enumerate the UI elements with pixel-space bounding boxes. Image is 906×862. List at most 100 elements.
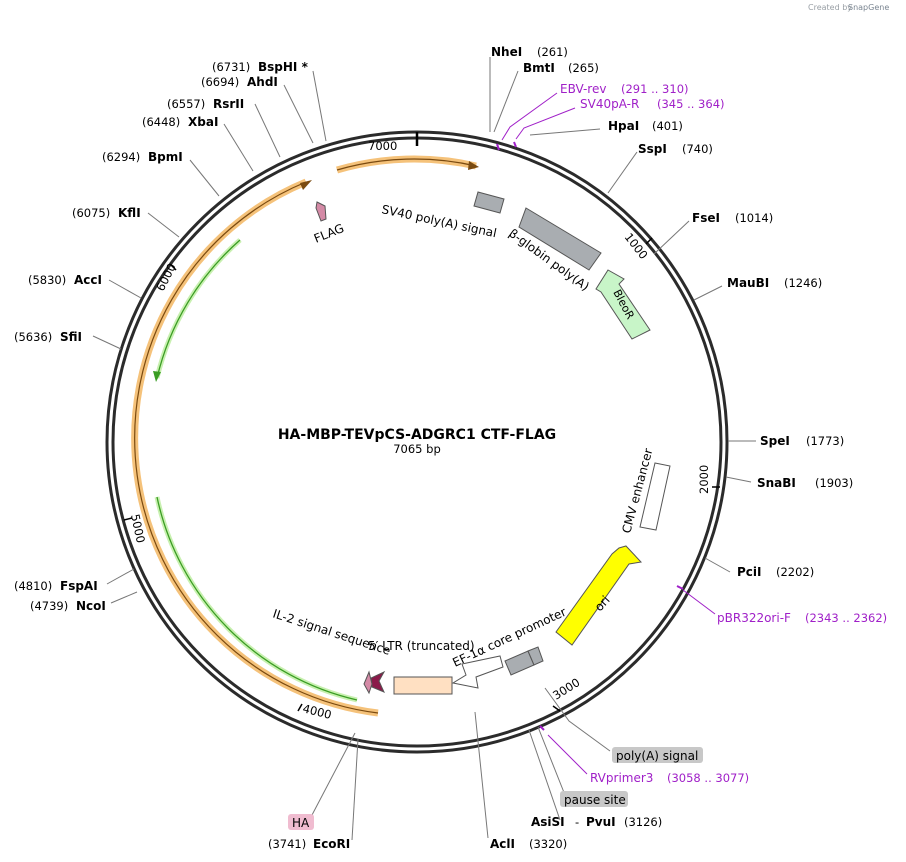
site-maubi[interactable]: MauBI (1246) [727,276,822,290]
svg-text:(4739): (4739) [30,599,68,613]
svg-text:BspHI *: BspHI * [258,60,309,74]
ef1a-segment-2 [527,646,544,666]
primer-mark-pbr322 [676,585,684,590]
primer-rvprimer3[interactable]: RVprimer3 (3058 .. 3077) [590,771,749,785]
plasmid-title: HA-MBP-TEVpCS-ADGRC1 CTF-FLAG [278,427,556,443]
svg-text:SpeI: SpeI [760,434,790,448]
site-hpai[interactable]: HpaI (401) [608,119,683,133]
site-acli[interactable]: AclI (3320) [490,837,567,851]
green-arc-lower-line [156,496,358,701]
svg-text:(265): (265) [568,61,599,75]
svg-text:(1773): (1773) [806,434,844,448]
svg-text:(6448): (6448) [142,115,180,129]
svg-text:-: - [575,815,579,829]
site-bsphi[interactable]: (6731) BspHI * [212,60,309,74]
site-ncoi[interactable]: (4739) NcoI [30,599,106,613]
svg-text:(4810): (4810) [14,579,52,593]
site-bmti[interactable]: BmtI (265) [523,61,599,75]
tick-2000: 2000 [697,465,711,494]
polya-signal-callout[interactable]: poly(A) signal [612,747,703,763]
site-spei[interactable]: SpeI (1773) [760,434,844,448]
svg-text:NcoI: NcoI [76,599,106,613]
svg-text:(6731): (6731) [212,60,250,74]
ltr-label: 5′ LTR (truncated) [368,639,475,653]
plasmid-length: 7065 bp [393,442,441,456]
site-ecori[interactable]: (3741) EcoRI [268,837,350,851]
il2-label: IL-2 signal sequence [271,607,392,658]
tick-7000: 7000 [368,139,397,153]
site-nhei[interactable]: NheI (261) [491,45,568,59]
svg-text:PciI: PciI [737,565,762,579]
svg-text:pBR322ori-F: pBR322ori-F [717,611,791,625]
primer-mark-ebv [496,143,500,151]
orf-outer-line [134,181,379,714]
site-snabi[interactable]: SnaBI (1903) [757,476,853,490]
svg-text:XbaI: XbaI [188,115,218,129]
svg-text:RVprimer3: RVprimer3 [590,771,653,785]
site-asisi-pvui[interactable]: AsiSI - PvuI (3126) [531,815,662,829]
primer-mark-rvprimer3 [539,725,545,731]
svg-text:SnaBI: SnaBI [757,476,796,490]
site-sfii[interactable]: (5636) SfiI [14,330,82,344]
orf-outer-arrowhead [300,180,312,190]
svg-text:HpaI: HpaI [608,119,639,133]
site-sspi[interactable]: SspI (740) [638,142,713,156]
orf-top-line [336,158,477,171]
bglobin-polya-feature [518,207,602,271]
cmv-enhancer-feature [639,462,671,531]
svg-text:(6557): (6557) [167,97,205,111]
svg-text:(6694): (6694) [201,75,239,89]
svg-text:FspAI: FspAI [60,579,98,593]
green-arc-upper-line [156,239,241,379]
svg-text:SspI: SspI [638,142,667,156]
flag-feature [315,201,327,222]
svg-text:(1014): (1014) [735,211,773,225]
svg-text:RsrII: RsrII [213,97,244,111]
orf-top-arrowhead [468,161,479,170]
site-rsrii[interactable]: (6557) RsrII [167,97,244,111]
svg-text:(6294): (6294) [102,150,140,164]
svg-text:(6075): (6075) [72,206,110,220]
site-bpmi[interactable]: (6294) BpmI [102,150,183,164]
svg-text:EBV-rev: EBV-rev [560,82,606,96]
primer-mark-sv40 [513,141,517,148]
site-ahdi[interactable]: (6694) AhdI [201,75,278,89]
svg-text:(291 .. 310): (291 .. 310) [621,82,689,96]
credit-brand: SnapGene [848,3,889,12]
site-fsei[interactable]: FseI (1014) [692,211,773,225]
svg-text:AclI: AclI [490,837,515,851]
site-acci[interactable]: (5830) AccI [28,273,102,287]
svg-text:(1246): (1246) [784,276,822,290]
svg-text:(3320): (3320) [529,837,567,851]
primer-ebv-rev[interactable]: EBV-rev (291 .. 310) [560,82,689,96]
svg-text:(401): (401) [652,119,683,133]
svg-text:SV40pA-R: SV40pA-R [580,97,639,111]
ha-feature [363,670,373,695]
il2-feature [370,670,386,693]
tick-4000: 4000 [301,701,333,722]
svg-text:(3058 .. 3077): (3058 .. 3077) [667,771,749,785]
svg-text:(261): (261) [537,45,568,59]
ltr-feature [393,676,453,695]
svg-text:(5636): (5636) [14,330,52,344]
svg-text:(740): (740) [682,142,713,156]
ef1a-arrow [451,655,504,689]
site-pcii[interactable]: PciI (2202) [737,565,814,579]
primer-pbr322ori-f[interactable]: pBR322ori-F (2343 .. 2362) [717,611,887,625]
svg-text:HA: HA [292,816,310,830]
site-fspai[interactable]: (4810) FspAI [14,579,98,593]
svg-text:poly(A) signal: poly(A) signal [616,749,698,763]
sv40-polya-feature [473,191,505,214]
svg-text:EcoRI: EcoRI [313,837,350,851]
ori-feature [555,545,643,646]
leaders [92,57,756,841]
primer-sv40pa-r[interactable]: SV40pA-R (345 .. 364) [580,97,725,111]
site-kfli[interactable]: (6075) KflI [72,206,141,220]
svg-text:(3741): (3741) [268,837,306,851]
pause-site-callout[interactable]: pause site [560,791,628,807]
green-arc-upper-arrowhead [153,371,161,382]
site-xbai[interactable]: (6448) XbaI [142,115,218,129]
ha-callout[interactable]: HA [288,814,314,830]
flag-label: FLAG [312,221,346,246]
